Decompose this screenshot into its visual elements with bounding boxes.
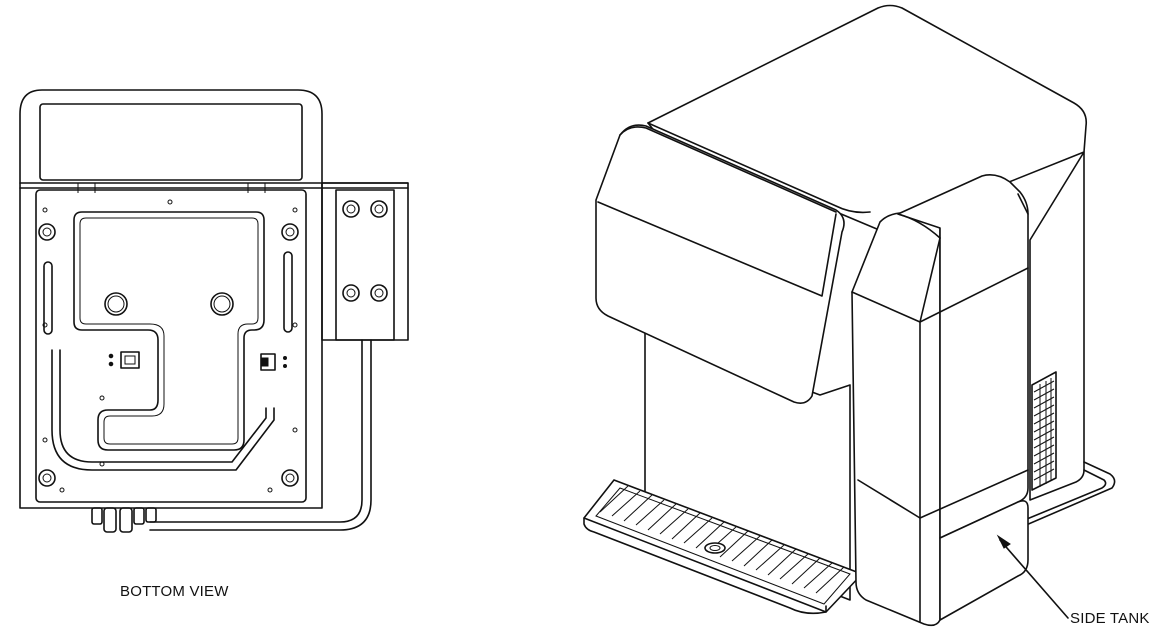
side-tank-label: SIDE TANK xyxy=(1070,610,1150,627)
side-tank-drawing xyxy=(851,174,1029,627)
side-tank-leader xyxy=(996,534,1069,619)
isometric-view-drawing xyxy=(583,4,1116,627)
bottom-view-label: BOTTOM VIEW xyxy=(120,583,229,600)
vent-grille xyxy=(1031,371,1057,491)
bottom-view-drawing xyxy=(19,89,409,533)
drip-tray xyxy=(583,479,863,615)
